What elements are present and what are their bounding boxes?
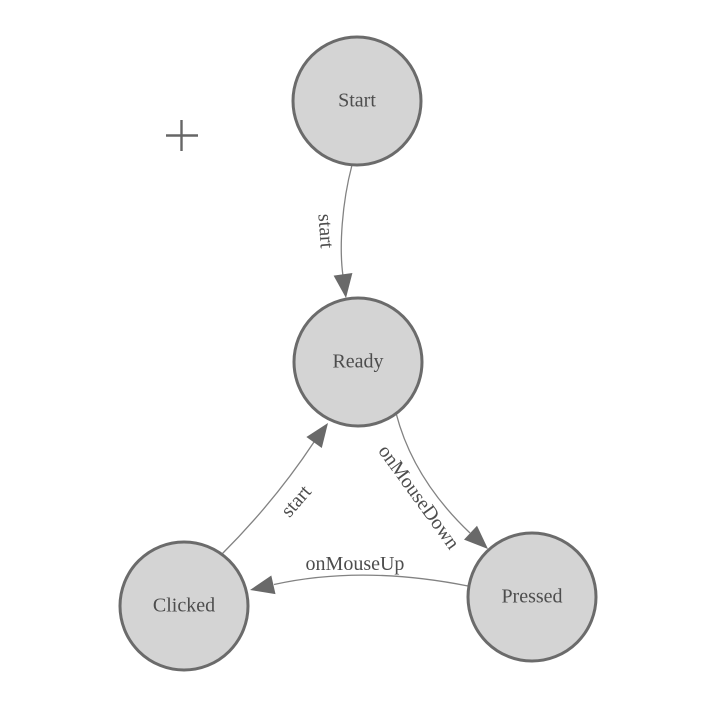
node-clicked-circle[interactable]	[118, 540, 250, 672]
edge-pressed-to-clicked[interactable]: onMouseUp	[250, 553, 469, 595]
edge-label-start-top: start	[313, 213, 337, 249]
edge-ready-to-pressed[interactable]: onMouseDown	[374, 412, 488, 554]
edge-ready-to-pressed-path[interactable]	[395, 412, 471, 534]
edge-label-start-bottom: start	[277, 481, 316, 522]
node-start-circle[interactable]	[291, 35, 423, 167]
crosshair-cursor-icon	[166, 120, 198, 151]
node-pressed-circle[interactable]	[466, 531, 598, 663]
edge-label-onmousedown: onMouseDown	[374, 441, 464, 554]
edge-label-onmouseup: onMouseUp	[306, 553, 405, 575]
arrowhead-into-ready-from-start	[333, 273, 353, 298]
arrowhead-into-pressed	[464, 525, 488, 549]
edge-pressed-to-clicked-path[interactable]	[273, 574, 469, 587]
node-start[interactable]: Start	[291, 35, 423, 167]
node-ready-circle[interactable]	[292, 296, 424, 428]
edge-clicked-to-ready-path[interactable]	[221, 441, 315, 555]
edge-clicked-to-ready[interactable]: start	[221, 423, 328, 555]
edge-start-to-ready-path[interactable]	[340, 164, 353, 277]
node-pressed[interactable]: Pressed	[466, 531, 598, 663]
edge-start-to-ready[interactable]: start	[313, 164, 353, 298]
arrowhead-into-ready-from-clicked	[306, 423, 328, 448]
node-clicked[interactable]: Clicked	[118, 540, 250, 672]
arrowhead-into-clicked	[250, 575, 276, 595]
node-ready[interactable]: Ready	[292, 296, 424, 428]
